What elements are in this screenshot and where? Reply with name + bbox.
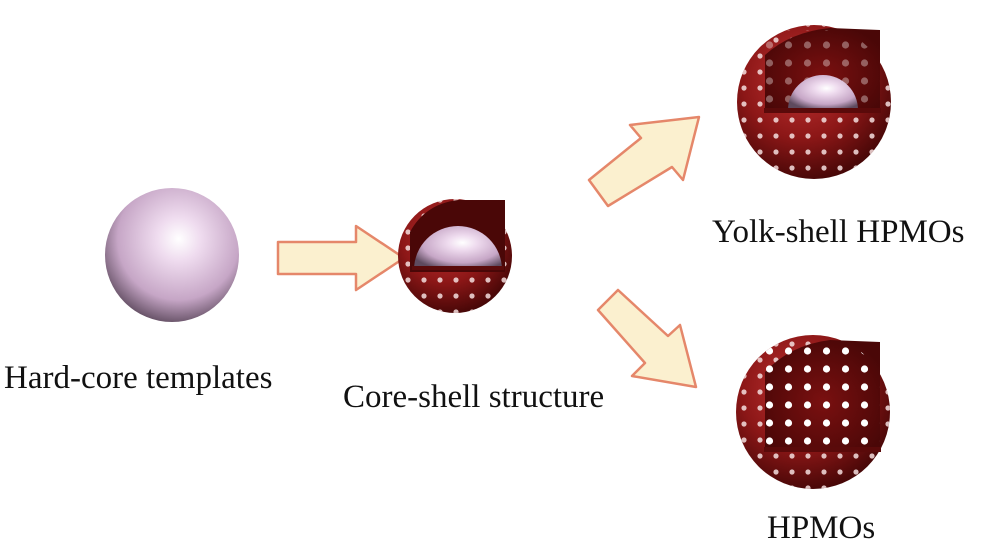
hpmos-label: HPMOs [767,510,876,546]
core-shell-structure-label: Core-shell structure [343,379,605,415]
arrow-up-right [587,115,701,208]
yolk-shell-sphere [737,25,891,179]
hard-core-sphere [105,188,239,322]
hpmo-sphere [736,335,890,489]
arrow-down-right [596,288,698,389]
hard-core-templates-label: Hard-core templates [4,360,273,396]
yolk-shell-hpmos-label: Yolk-shell HPMOs [712,214,965,250]
core-shell-sphere [398,199,512,313]
arrow-right [276,224,406,292]
